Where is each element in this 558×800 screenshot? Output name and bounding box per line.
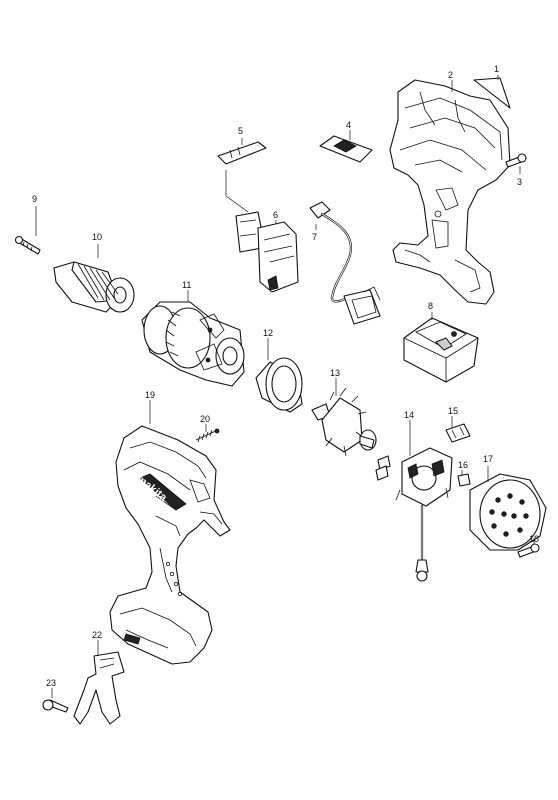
part-23-hook-screw: 23 <box>42 678 69 713</box>
callout-14: 14 <box>404 410 414 420</box>
part-2-housing-right: 2 <box>389 70 511 305</box>
callout-7: 7 <box>312 232 317 242</box>
callout-1: 1 <box>494 64 499 74</box>
part-13-rotor: 13 <box>311 368 377 457</box>
part-8-controller: 8 <box>403 301 479 383</box>
part-7-lead-wire-assembly: 7 <box>309 201 381 325</box>
callout-6: 6 <box>273 210 278 220</box>
callout-22: 22 <box>92 630 102 640</box>
callout-15: 15 <box>448 406 458 416</box>
callout-16: 16 <box>458 460 468 470</box>
part-11-gear-assembly: 11 <box>141 280 245 387</box>
callout-11: 11 <box>182 280 191 290</box>
callout-12: 12 <box>263 328 273 338</box>
part-4-switch-knob: 4 <box>319 120 373 163</box>
callout-3: 3 <box>517 177 522 187</box>
part-18-rear-cover-screw: 18 <box>517 534 540 558</box>
part-19-housing-left: makita 19 <box>109 390 231 665</box>
part-16-carbon-brush: 16 <box>457 460 471 487</box>
callout-20: 20 <box>200 414 210 424</box>
part-17-rear-cover: 17 <box>469 454 547 551</box>
part-15-carbon-brush-clip: 15 <box>445 406 471 443</box>
callout-17: 17 <box>483 454 493 464</box>
part-12-stator: 12 <box>255 328 303 413</box>
part-9-chuck-screw: 9 <box>14 194 41 255</box>
callout-10: 10 <box>92 232 102 242</box>
callout-4: 4 <box>346 120 351 130</box>
callout-5: 5 <box>238 126 243 136</box>
part-5-trigger-lever: 5 <box>217 126 267 165</box>
part-14-brush-holder: 14 <box>375 410 453 582</box>
callout-8: 8 <box>428 301 433 311</box>
part-20-spring: 20 <box>195 414 220 443</box>
callout-23: 23 <box>46 678 56 688</box>
part-22-belt-hook: 22 <box>73 630 125 725</box>
callout-13: 13 <box>330 368 340 378</box>
part-10-keyless-chuck: 10 <box>53 232 135 313</box>
callout-18: 18 <box>529 534 539 544</box>
callout-2: 2 <box>448 70 453 80</box>
callout-9: 9 <box>32 194 37 204</box>
part-3-tapping-screw: 3 <box>505 153 527 187</box>
part-6-switch: 6 <box>225 170 299 293</box>
part-1-back-cover-plate: 1 <box>473 64 511 109</box>
callout-19: 19 <box>145 390 155 400</box>
